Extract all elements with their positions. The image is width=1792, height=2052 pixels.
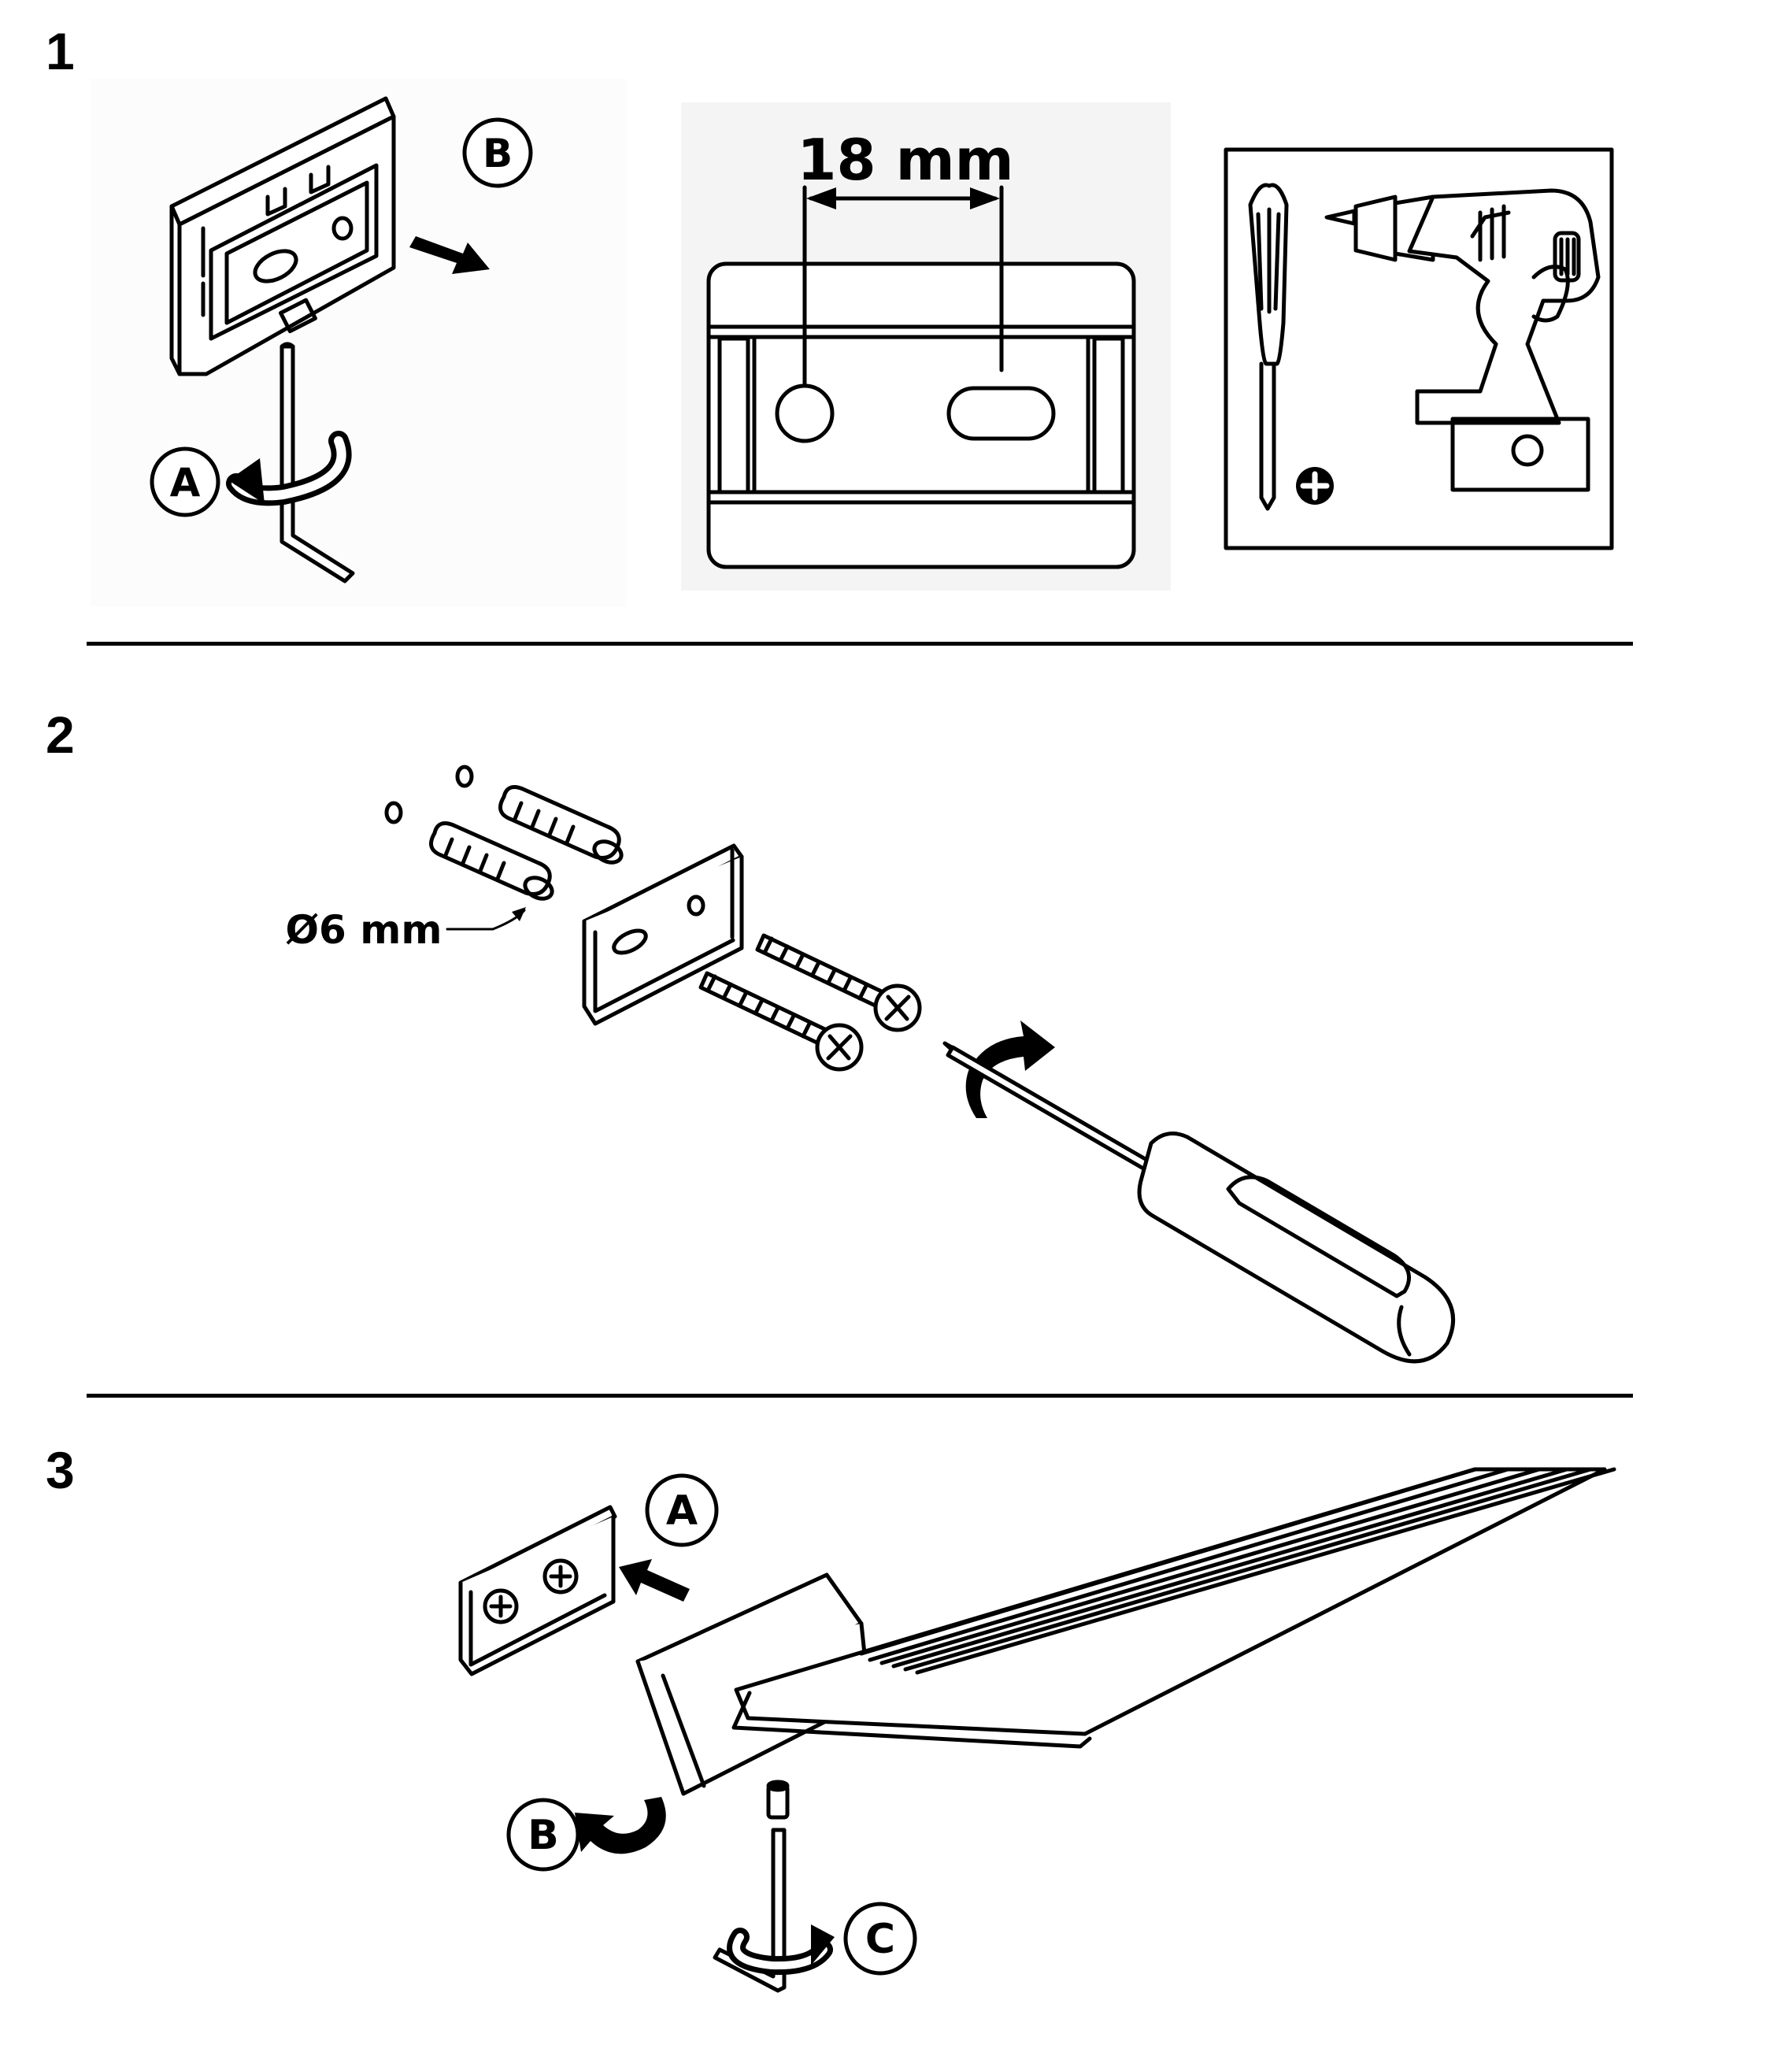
rotate-arrow-icon: [226, 431, 352, 506]
step-divider-2: [87, 1394, 1633, 1398]
screwdriver-icon: [942, 1041, 1455, 1364]
dimension-leader: [446, 909, 526, 931]
step2-wall-bracket: [582, 843, 744, 1026]
rotate-arrow-icon: [727, 1924, 835, 1976]
screwdriver-icon: [1248, 183, 1289, 511]
step1-label-a: A: [170, 460, 201, 506]
step-number-2: 2: [46, 706, 75, 764]
set-screw-icon: [766, 1780, 790, 1820]
step1-label-a-circle: [150, 446, 220, 517]
step3-label-c: C: [865, 1916, 895, 1963]
step3-label-c-circle: [843, 1902, 917, 1976]
step3-label-b-circle: [506, 1798, 580, 1872]
phillips-plus-icon: [1296, 467, 1334, 505]
step1-bracket-box: [169, 96, 396, 376]
step1-dimension-label: 18 mm: [797, 127, 1013, 193]
direction-arrow-icon: [409, 236, 490, 274]
step3-label-b: B: [528, 1812, 559, 1859]
step1-label-b-circle: [462, 117, 533, 188]
step-number-3: 3: [46, 1441, 75, 1499]
step3-label-a-circle: [645, 1473, 719, 1547]
step1-label-b: B: [483, 131, 513, 176]
step3-wall-bracket: [458, 1505, 617, 1676]
wall-anchor-icon: [384, 765, 624, 901]
step-divider-1: [87, 642, 1633, 646]
power-drill-icon: [1324, 188, 1601, 492]
step1-mounting-plate: [706, 185, 1136, 569]
step2-dimension-label: Ø6 mm: [286, 907, 442, 953]
dimension-arrow-right: [970, 187, 1000, 209]
step-number-1: 1: [46, 22, 75, 80]
dimension-arrow-left: [806, 187, 836, 209]
allen-key-icon: [280, 342, 355, 583]
rotate-arrow-icon: [965, 1020, 1055, 1118]
step3-label-a: A: [666, 1487, 698, 1535]
step3-towel-bar: [635, 1467, 1616, 1796]
rotate-arrow-icon: [575, 1797, 666, 1854]
screw-icon: [698, 933, 922, 1072]
direction-arrow-icon: [619, 1559, 690, 1602]
